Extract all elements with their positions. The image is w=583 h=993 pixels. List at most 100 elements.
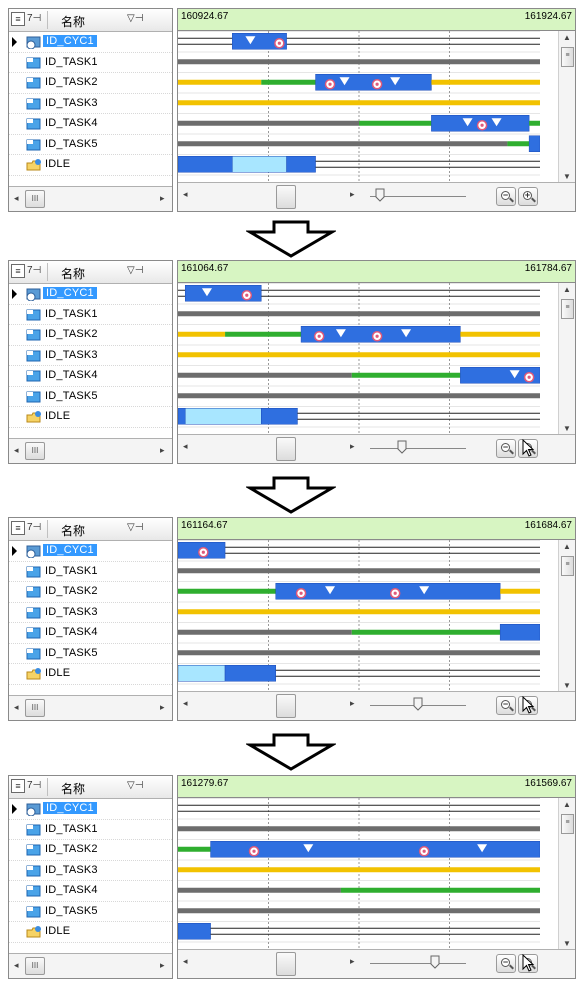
tree-row-id_cyc1[interactable]: ID_CYC1 <box>9 32 172 53</box>
zoom-out-button[interactable]: − <box>496 954 516 973</box>
tree-row-id_cyc1[interactable]: ID_CYC1 <box>9 799 172 820</box>
pin-icon[interactable]: 7⊣ <box>27 780 42 791</box>
scroll-thumb[interactable]: III <box>25 699 45 717</box>
timeline-scroll-left-icon[interactable]: ◂ <box>183 189 188 199</box>
tree-row-id_task5[interactable]: ID_TASK5 <box>9 387 172 407</box>
zoom-slider-knob[interactable] <box>397 440 407 454</box>
timeline-scroll-thumb[interactable] <box>276 437 296 461</box>
timeline-scroll-left-icon[interactable]: ◂ <box>183 698 188 708</box>
timeline-vscrollbar[interactable]: ▲ ≡ ▼ <box>558 31 575 183</box>
gantt-area[interactable] <box>178 798 540 950</box>
tree-row-id_task3[interactable]: ID_TASK3 <box>9 603 172 623</box>
timeline-scroll-thumb[interactable] <box>276 694 296 718</box>
tree-corner-icon[interactable]: ≡ <box>11 12 25 26</box>
tree-row-idle[interactable]: IDLE <box>9 407 172 428</box>
pin-icon[interactable]: 7⊣ <box>27 265 42 276</box>
gantt-area[interactable] <box>178 31 540 183</box>
scroll-down-icon[interactable]: ▼ <box>563 681 571 690</box>
scroll-right-icon[interactable]: ▸ <box>160 445 165 455</box>
filter-icon[interactable]: ▽⊣ <box>127 265 144 276</box>
tree-corner-icon[interactable]: ≡ <box>11 264 25 278</box>
scroll-up-icon[interactable]: ▲ <box>563 800 571 809</box>
vscroll-thumb[interactable]: ≡ <box>561 556 574 576</box>
scroll-up-icon[interactable]: ▲ <box>563 542 571 551</box>
tree-row-id_task4[interactable]: ID_TASK4 <box>9 881 172 902</box>
timeline-scroll-right-icon[interactable]: ▸ <box>350 189 355 199</box>
scroll-down-icon[interactable]: ▼ <box>563 939 571 948</box>
scroll-right-icon[interactable]: ▸ <box>160 702 165 712</box>
pin-icon[interactable]: 7⊣ <box>27 522 42 533</box>
timeline-scroll-thumb[interactable] <box>276 952 296 976</box>
zoom-out-button[interactable]: − <box>496 187 516 206</box>
timeline-scroll-left-icon[interactable]: ◂ <box>183 956 188 966</box>
scroll-thumb[interactable]: III <box>25 190 45 208</box>
vscroll-thumb[interactable]: ≡ <box>561 814 574 834</box>
scroll-up-icon[interactable]: ▲ <box>563 285 571 294</box>
filter-icon[interactable]: ▽⊣ <box>127 13 144 24</box>
tree-row-id_task4[interactable]: ID_TASK4 <box>9 623 172 644</box>
scroll-left-icon[interactable]: ◂ <box>14 702 19 712</box>
vscroll-thumb[interactable]: ≡ <box>561 299 574 319</box>
timeline-scroll-right-icon[interactable]: ▸ <box>350 441 355 451</box>
tree-row-id_task2[interactable]: ID_TASK2 <box>9 73 172 94</box>
tree-row-id_task4[interactable]: ID_TASK4 <box>9 114 172 135</box>
scroll-right-icon[interactable]: ▸ <box>160 960 165 970</box>
tree-row-id_task2[interactable]: ID_TASK2 <box>9 840 172 861</box>
tree-row-id_task2[interactable]: ID_TASK2 <box>9 582 172 603</box>
tree-row-idle[interactable]: IDLE <box>9 922 172 943</box>
scroll-up-icon[interactable]: ▲ <box>563 33 571 42</box>
tree-hscrollbar[interactable]: ◂ III ▸ <box>9 438 172 463</box>
timeline-vscrollbar[interactable]: ▲ ≡ ▼ <box>558 283 575 435</box>
zoom-slider-track[interactable] <box>370 963 466 964</box>
zoom-out-button[interactable]: − <box>496 439 516 458</box>
gantt-area[interactable] <box>178 540 540 692</box>
tree-row-idle[interactable]: IDLE <box>9 155 172 176</box>
zoom-out-button[interactable]: − <box>496 696 516 715</box>
tree-row-id_task5[interactable]: ID_TASK5 <box>9 902 172 922</box>
tree-row-id_task2[interactable]: ID_TASK2 <box>9 325 172 346</box>
tree-row-id_task1[interactable]: ID_TASK1 <box>9 820 172 840</box>
zoom-slider-knob[interactable] <box>430 955 440 969</box>
timeline-scroll-right-icon[interactable]: ▸ <box>350 698 355 708</box>
tree-row-id_task1[interactable]: ID_TASK1 <box>9 53 172 73</box>
tree-row-id_cyc1[interactable]: ID_CYC1 <box>9 284 172 305</box>
tree-row-id_task5[interactable]: ID_TASK5 <box>9 644 172 664</box>
tree-row-idle[interactable]: IDLE <box>9 664 172 685</box>
tree-row-id_task3[interactable]: ID_TASK3 <box>9 861 172 881</box>
gantt-area[interactable] <box>178 283 540 435</box>
pin-icon[interactable]: 7⊣ <box>27 13 42 24</box>
tree-row-id_task5[interactable]: ID_TASK5 <box>9 135 172 155</box>
timeline-scroll-left-icon[interactable]: ◂ <box>183 441 188 451</box>
scroll-thumb[interactable]: III <box>25 957 45 975</box>
scroll-left-icon[interactable]: ◂ <box>14 193 19 203</box>
tree-corner-icon[interactable]: ≡ <box>11 521 25 535</box>
tree-hscrollbar[interactable]: ◂ III ▸ <box>9 695 172 720</box>
scroll-left-icon[interactable]: ◂ <box>14 445 19 455</box>
vscroll-thumb[interactable]: ≡ <box>561 47 574 67</box>
tree-hscrollbar[interactable]: ◂ III ▸ <box>9 953 172 978</box>
zoom-slider-track[interactable] <box>370 196 466 197</box>
zoom-slider-track[interactable] <box>370 448 466 449</box>
filter-icon[interactable]: ▽⊣ <box>127 780 144 791</box>
scroll-thumb[interactable]: III <box>25 442 45 460</box>
timeline-vscrollbar[interactable]: ▲ ≡ ▼ <box>558 540 575 692</box>
timeline-vscrollbar[interactable]: ▲ ≡ ▼ <box>558 798 575 950</box>
zoom-slider-knob[interactable] <box>413 697 423 711</box>
tree-row-id_task1[interactable]: ID_TASK1 <box>9 305 172 325</box>
zoom-in-button[interactable]: + <box>518 187 538 206</box>
tree-hscrollbar[interactable]: ◂ III ▸ <box>9 186 172 211</box>
scroll-left-icon[interactable]: ◂ <box>14 960 19 970</box>
filter-icon[interactable]: ▽⊣ <box>127 522 144 533</box>
timeline-scroll-right-icon[interactable]: ▸ <box>350 956 355 966</box>
zoom-slider-knob[interactable] <box>375 188 385 202</box>
tree-row-id_task3[interactable]: ID_TASK3 <box>9 346 172 366</box>
tree-corner-icon[interactable]: ≡ <box>11 779 25 793</box>
scroll-down-icon[interactable]: ▼ <box>563 172 571 181</box>
timeline-scroll-thumb[interactable] <box>276 185 296 209</box>
scroll-down-icon[interactable]: ▼ <box>563 424 571 433</box>
tree-row-id_task3[interactable]: ID_TASK3 <box>9 94 172 114</box>
tree-row-id_task1[interactable]: ID_TASK1 <box>9 562 172 582</box>
scroll-right-icon[interactable]: ▸ <box>160 193 165 203</box>
tree-row-id_task4[interactable]: ID_TASK4 <box>9 366 172 387</box>
tree-row-id_cyc1[interactable]: ID_CYC1 <box>9 541 172 562</box>
